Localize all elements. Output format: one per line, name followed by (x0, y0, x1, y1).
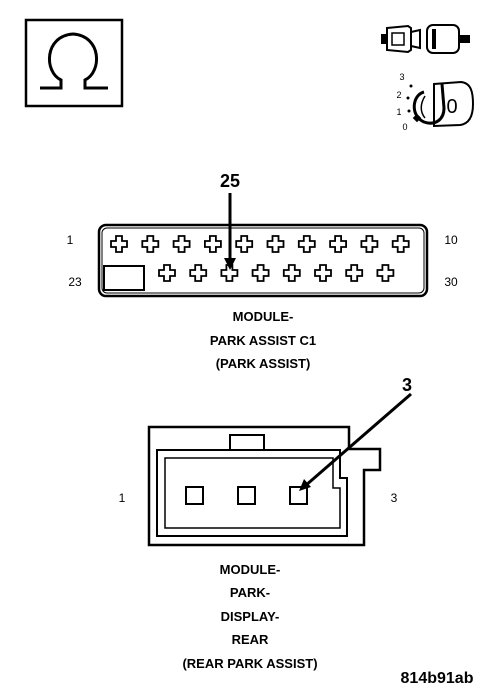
terminal-cavity (110, 235, 128, 253)
terminal-cavity (376, 264, 395, 282)
c1-caption-line-2: PARK ASSIST C1 (210, 333, 316, 348)
ignition-position-0: 0 (402, 122, 407, 132)
display-callout-pin-label: 3 (402, 375, 412, 395)
terminal-cavity (158, 264, 176, 282)
terminal-cavity (266, 235, 285, 253)
c1-pin-bottom-right-label: 30 (444, 275, 458, 289)
connector-disconnect-icon (381, 24, 470, 54)
ignition-position-3: 3 (399, 72, 404, 82)
terminal-cavity (345, 264, 364, 282)
c1-caption-line-3: (PARK ASSIST) (216, 356, 311, 371)
display-caption-line-1: MODULE- (220, 562, 281, 577)
callout-arrow-pin-25 (224, 193, 236, 270)
display-pin-right-label: 3 (391, 491, 398, 505)
ignition-position-2: 2 (396, 90, 401, 100)
terminal-cavity (141, 235, 160, 253)
connector-display-body (147, 425, 382, 547)
terminal-cavity (189, 264, 208, 282)
ignition-position-1: 1 (396, 107, 401, 117)
terminal-cavity (204, 235, 222, 253)
terminal-cavity (251, 264, 270, 282)
terminal-cavity (220, 264, 239, 282)
terminal-cavity (329, 235, 347, 253)
figure-id: 814b91ab (401, 670, 474, 687)
terminal-cavity (391, 235, 410, 253)
terminal-cavity (282, 264, 301, 282)
c1-pin-top-right-label: 10 (444, 233, 458, 247)
c1-caption-line-1: MODULE- (233, 309, 294, 324)
terminal-cavity (314, 264, 332, 282)
c1-pin-top-left-label: 1 (67, 233, 74, 247)
c1-pin-bottom-left-label: 23 (68, 275, 82, 289)
terminal-cavity (172, 235, 191, 253)
terminal-cavity (360, 235, 379, 253)
callout-arrow-pin-3 (299, 392, 412, 491)
display-caption-line-5: (REAR PARK ASSIST) (182, 656, 317, 671)
connector-c1-bottom-row (158, 264, 395, 282)
ignition-key-icon (406, 80, 475, 128)
terminal-cavity (235, 235, 254, 253)
display-caption-line-2: PARK- (230, 585, 270, 600)
ignition-key-position-label: 0 (446, 96, 457, 118)
ohmmeter-omega-icon (24, 18, 124, 108)
c1-callout-pin-label: 25 (220, 171, 240, 191)
display-pin-left-label: 1 (119, 491, 126, 505)
display-caption-line-4: REAR (232, 632, 269, 647)
connector-c1-top-row (110, 235, 410, 253)
display-caption-line-3: DISPLAY- (221, 609, 280, 624)
terminal-cavity (297, 235, 316, 253)
